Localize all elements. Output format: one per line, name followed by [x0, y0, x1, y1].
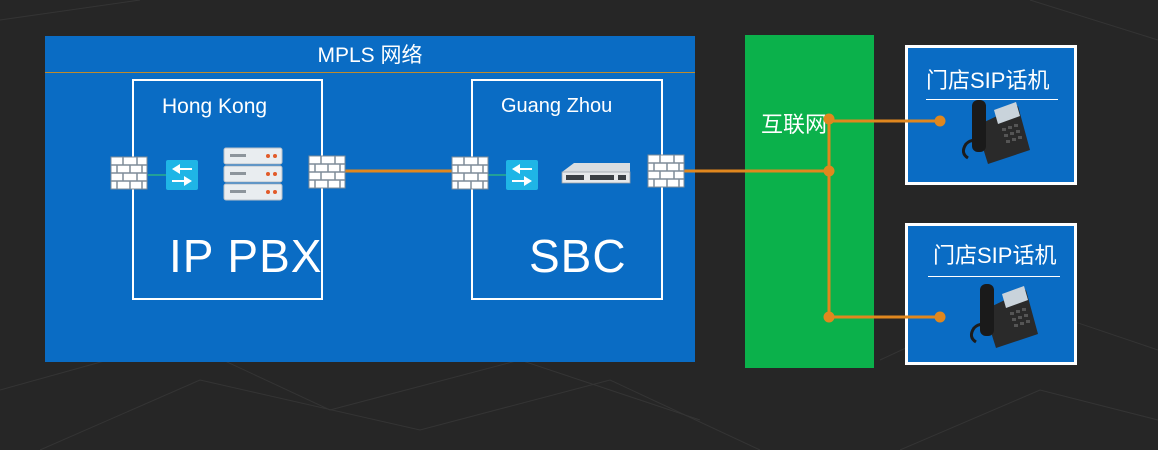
internet-label: 互联网	[760, 112, 827, 137]
phone-label-underline-1	[926, 99, 1058, 100]
mpls-title: MPLS 网络	[45, 36, 695, 73]
role-ip-pbx: IP PBX	[169, 230, 323, 282]
site-guang-zhou: Guang Zhou SBC	[471, 79, 663, 300]
role-sbc: SBC	[529, 230, 627, 282]
site-name-hong-kong: Hong Kong	[162, 95, 268, 118]
store-sip-phone-card-1: 门店SIP话机	[905, 45, 1077, 185]
phone-label-underline-2	[928, 276, 1060, 277]
store-sip-phone-card-2: 门店SIP话机	[905, 223, 1077, 365]
store-sip-phone-label-1: 门店SIP话机	[926, 68, 1050, 93]
mpls-network-region: MPLS 网络 Hong Kong IP PBX Guang Zhou SBC	[45, 36, 695, 362]
site-hong-kong: Hong Kong IP PBX	[132, 79, 323, 300]
store-sip-phone-label-2: 门店SIP话机	[933, 243, 1057, 268]
site-name-guang-zhou: Guang Zhou	[501, 95, 613, 117]
internet-region: 互联网	[745, 35, 874, 368]
